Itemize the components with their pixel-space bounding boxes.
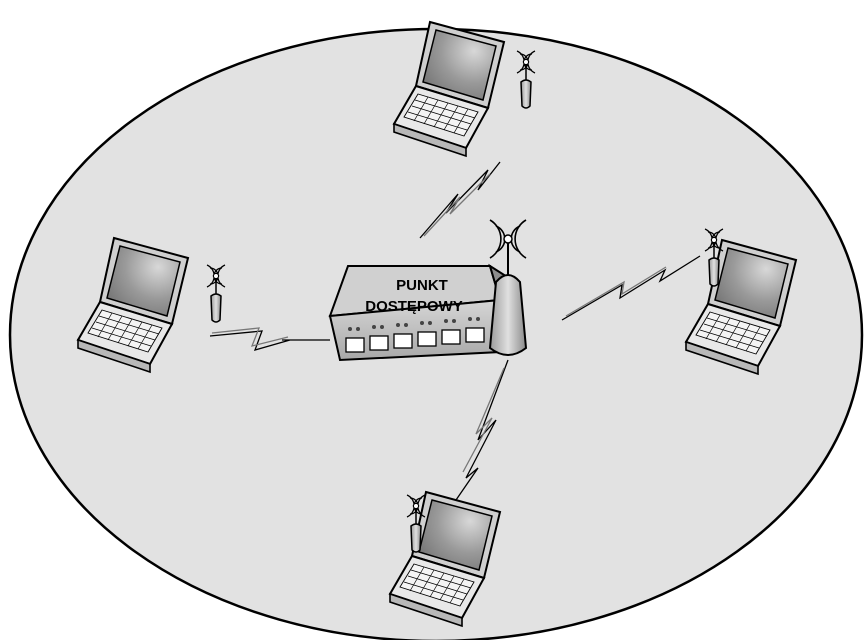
access-point-label-line1: PUNKT bbox=[396, 277, 448, 294]
port-icon bbox=[369, 335, 389, 351]
wireless-link-right-shadow bbox=[565, 266, 667, 317]
port-icon bbox=[345, 337, 365, 353]
access-point-label-line2: DOSTĘPOWY bbox=[365, 298, 463, 315]
wireless-link-top bbox=[419, 161, 501, 239]
ethernet-ports bbox=[345, 327, 485, 353]
wireless-links bbox=[209, 161, 701, 501]
port-icon bbox=[465, 327, 485, 343]
port-icon bbox=[417, 331, 437, 347]
wireless-link-left-shadow bbox=[211, 327, 289, 347]
access-point-antenna-icon bbox=[488, 219, 528, 356]
wireless-link-bottom-shadow bbox=[462, 367, 505, 473]
wireless-link-left bbox=[209, 330, 330, 351]
port-icon bbox=[441, 329, 461, 345]
port-icon bbox=[393, 333, 413, 349]
port-leds bbox=[348, 317, 480, 331]
wireless-link-top-shadow bbox=[423, 173, 491, 237]
access-point: PUNKT DOSTĘPOWY bbox=[328, 219, 528, 362]
wireless-link-right bbox=[561, 255, 701, 321]
